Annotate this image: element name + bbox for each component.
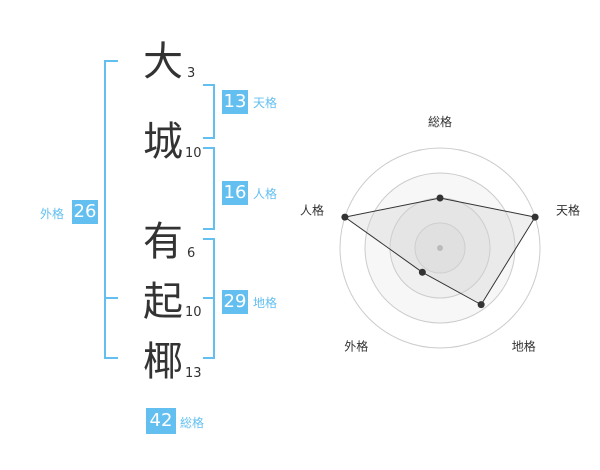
stroke-count-3: 6 — [187, 246, 196, 261]
radar-point-4 — [418, 268, 426, 276]
chikaku-label: 地格 — [253, 296, 278, 310]
tenkaku-label: 天格 — [253, 96, 278, 110]
radar-point-1 — [436, 194, 444, 202]
radar-center-point — [437, 245, 443, 251]
jinkaku-bracket — [203, 147, 215, 230]
name-char-1: 大 — [143, 39, 183, 85]
radar-axis-label-4: 外格 — [344, 339, 368, 354]
gaikaku-bracket — [104, 60, 118, 359]
stroke-count-1: 3 — [187, 66, 196, 81]
jinkaku-value-badge: 16 — [222, 181, 248, 205]
soukaku-label: 総格 — [180, 416, 205, 430]
stroke-count-5: 13 — [185, 366, 202, 381]
radar-axis-label-2: 天格 — [556, 202, 580, 217]
bracket-lines — [104, 60, 215, 359]
radar-point-5 — [341, 213, 349, 221]
tenkaku-bracket — [203, 84, 215, 139]
name-char-4: 起 — [143, 279, 183, 325]
stroke-count-4: 10 — [185, 305, 202, 320]
jinkaku-label: 人格 — [253, 187, 278, 201]
tenkaku-value-badge: 13 — [222, 90, 248, 114]
radar-axis-label-5: 人格 — [300, 202, 324, 217]
name-char-3: 有 — [143, 219, 183, 265]
radar-data-polygon — [343, 197, 536, 306]
radar-point-3 — [477, 301, 485, 309]
radar-point-2 — [531, 213, 539, 221]
gaikaku-label: 外格 — [40, 207, 65, 221]
name-char-5: 椰 — [143, 339, 183, 385]
radar-axis-label-3: 地格 — [512, 339, 536, 354]
gaikaku-value-badge: 26 — [72, 200, 98, 224]
soukaku-value-badge: 42 — [146, 408, 176, 434]
radar-axis-label-1: 総格 — [428, 114, 452, 129]
stroke-count-2: 10 — [185, 146, 202, 161]
name-char-2: 城 — [143, 119, 183, 165]
chikaku-value-badge: 29 — [222, 290, 248, 314]
